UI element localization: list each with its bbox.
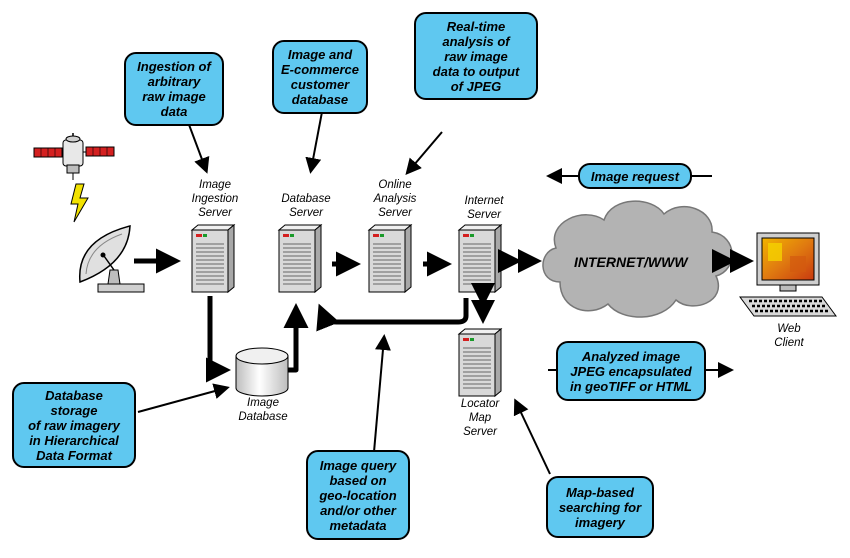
- label-web-client: Web Client: [774, 323, 804, 349]
- callout-image-request: Image request: [578, 163, 692, 189]
- callout-image-query: Image query based on geo-location and/or…: [306, 450, 410, 540]
- online-analysis-server-icon: [367, 223, 413, 294]
- callout-database-storage: Database storage of raw imagery in Hiera…: [12, 382, 136, 468]
- ingestion-server-icon: [190, 223, 236, 294]
- arrow-db-storage-callout: [137, 383, 230, 413]
- image-database-icon: [235, 347, 289, 397]
- arrow-ecommerce-callout: [305, 111, 323, 174]
- label-internet-www: INTERNET/WWW: [574, 254, 688, 270]
- callout-ingestion: Ingestion of arbitrary raw image data: [124, 52, 224, 126]
- label-database-server: Database Server: [281, 193, 331, 219]
- signal-bolt-icon: [70, 183, 89, 223]
- locator-map-server-icon: [457, 327, 503, 398]
- internet-cloud-icon: [542, 200, 733, 318]
- label-locator-map-server: Locator Map Server: [460, 398, 500, 438]
- web-client-computer-icon: [739, 232, 837, 317]
- arrow-internet-to-database-server: [316, 298, 469, 332]
- database-server-icon: [277, 223, 323, 294]
- callout-analyzed-image: Analyzed image JPEG encapsulated in geoT…: [556, 341, 706, 401]
- label-ingestion-server: Image Ingestion Server: [191, 179, 239, 219]
- arrow-ingestion-to-image-database: [205, 296, 231, 383]
- label-internet-server: Internet Server: [464, 195, 504, 221]
- arrow-realtime-callout: [405, 131, 443, 176]
- arrow-map-search-callout: [513, 398, 551, 475]
- label-online-analysis-server: Online Analysis Server: [373, 179, 417, 219]
- internet-server-icon: [457, 223, 503, 294]
- satellite-dish-icon: [79, 225, 145, 293]
- satellite-icon: [33, 133, 115, 180]
- arrow-image-query-callout: [373, 334, 391, 453]
- arrow-ingestion-callout: [187, 121, 210, 174]
- label-image-database: Image Database: [238, 397, 288, 423]
- arrow-image-database-to-database-server: [283, 303, 309, 373]
- callout-ecommerce: Image and E-commerce customer database: [272, 40, 368, 114]
- callout-map-search: Map-based searching for imagery: [546, 476, 654, 538]
- callout-realtime: Real-time analysis of raw image data to …: [414, 12, 538, 100]
